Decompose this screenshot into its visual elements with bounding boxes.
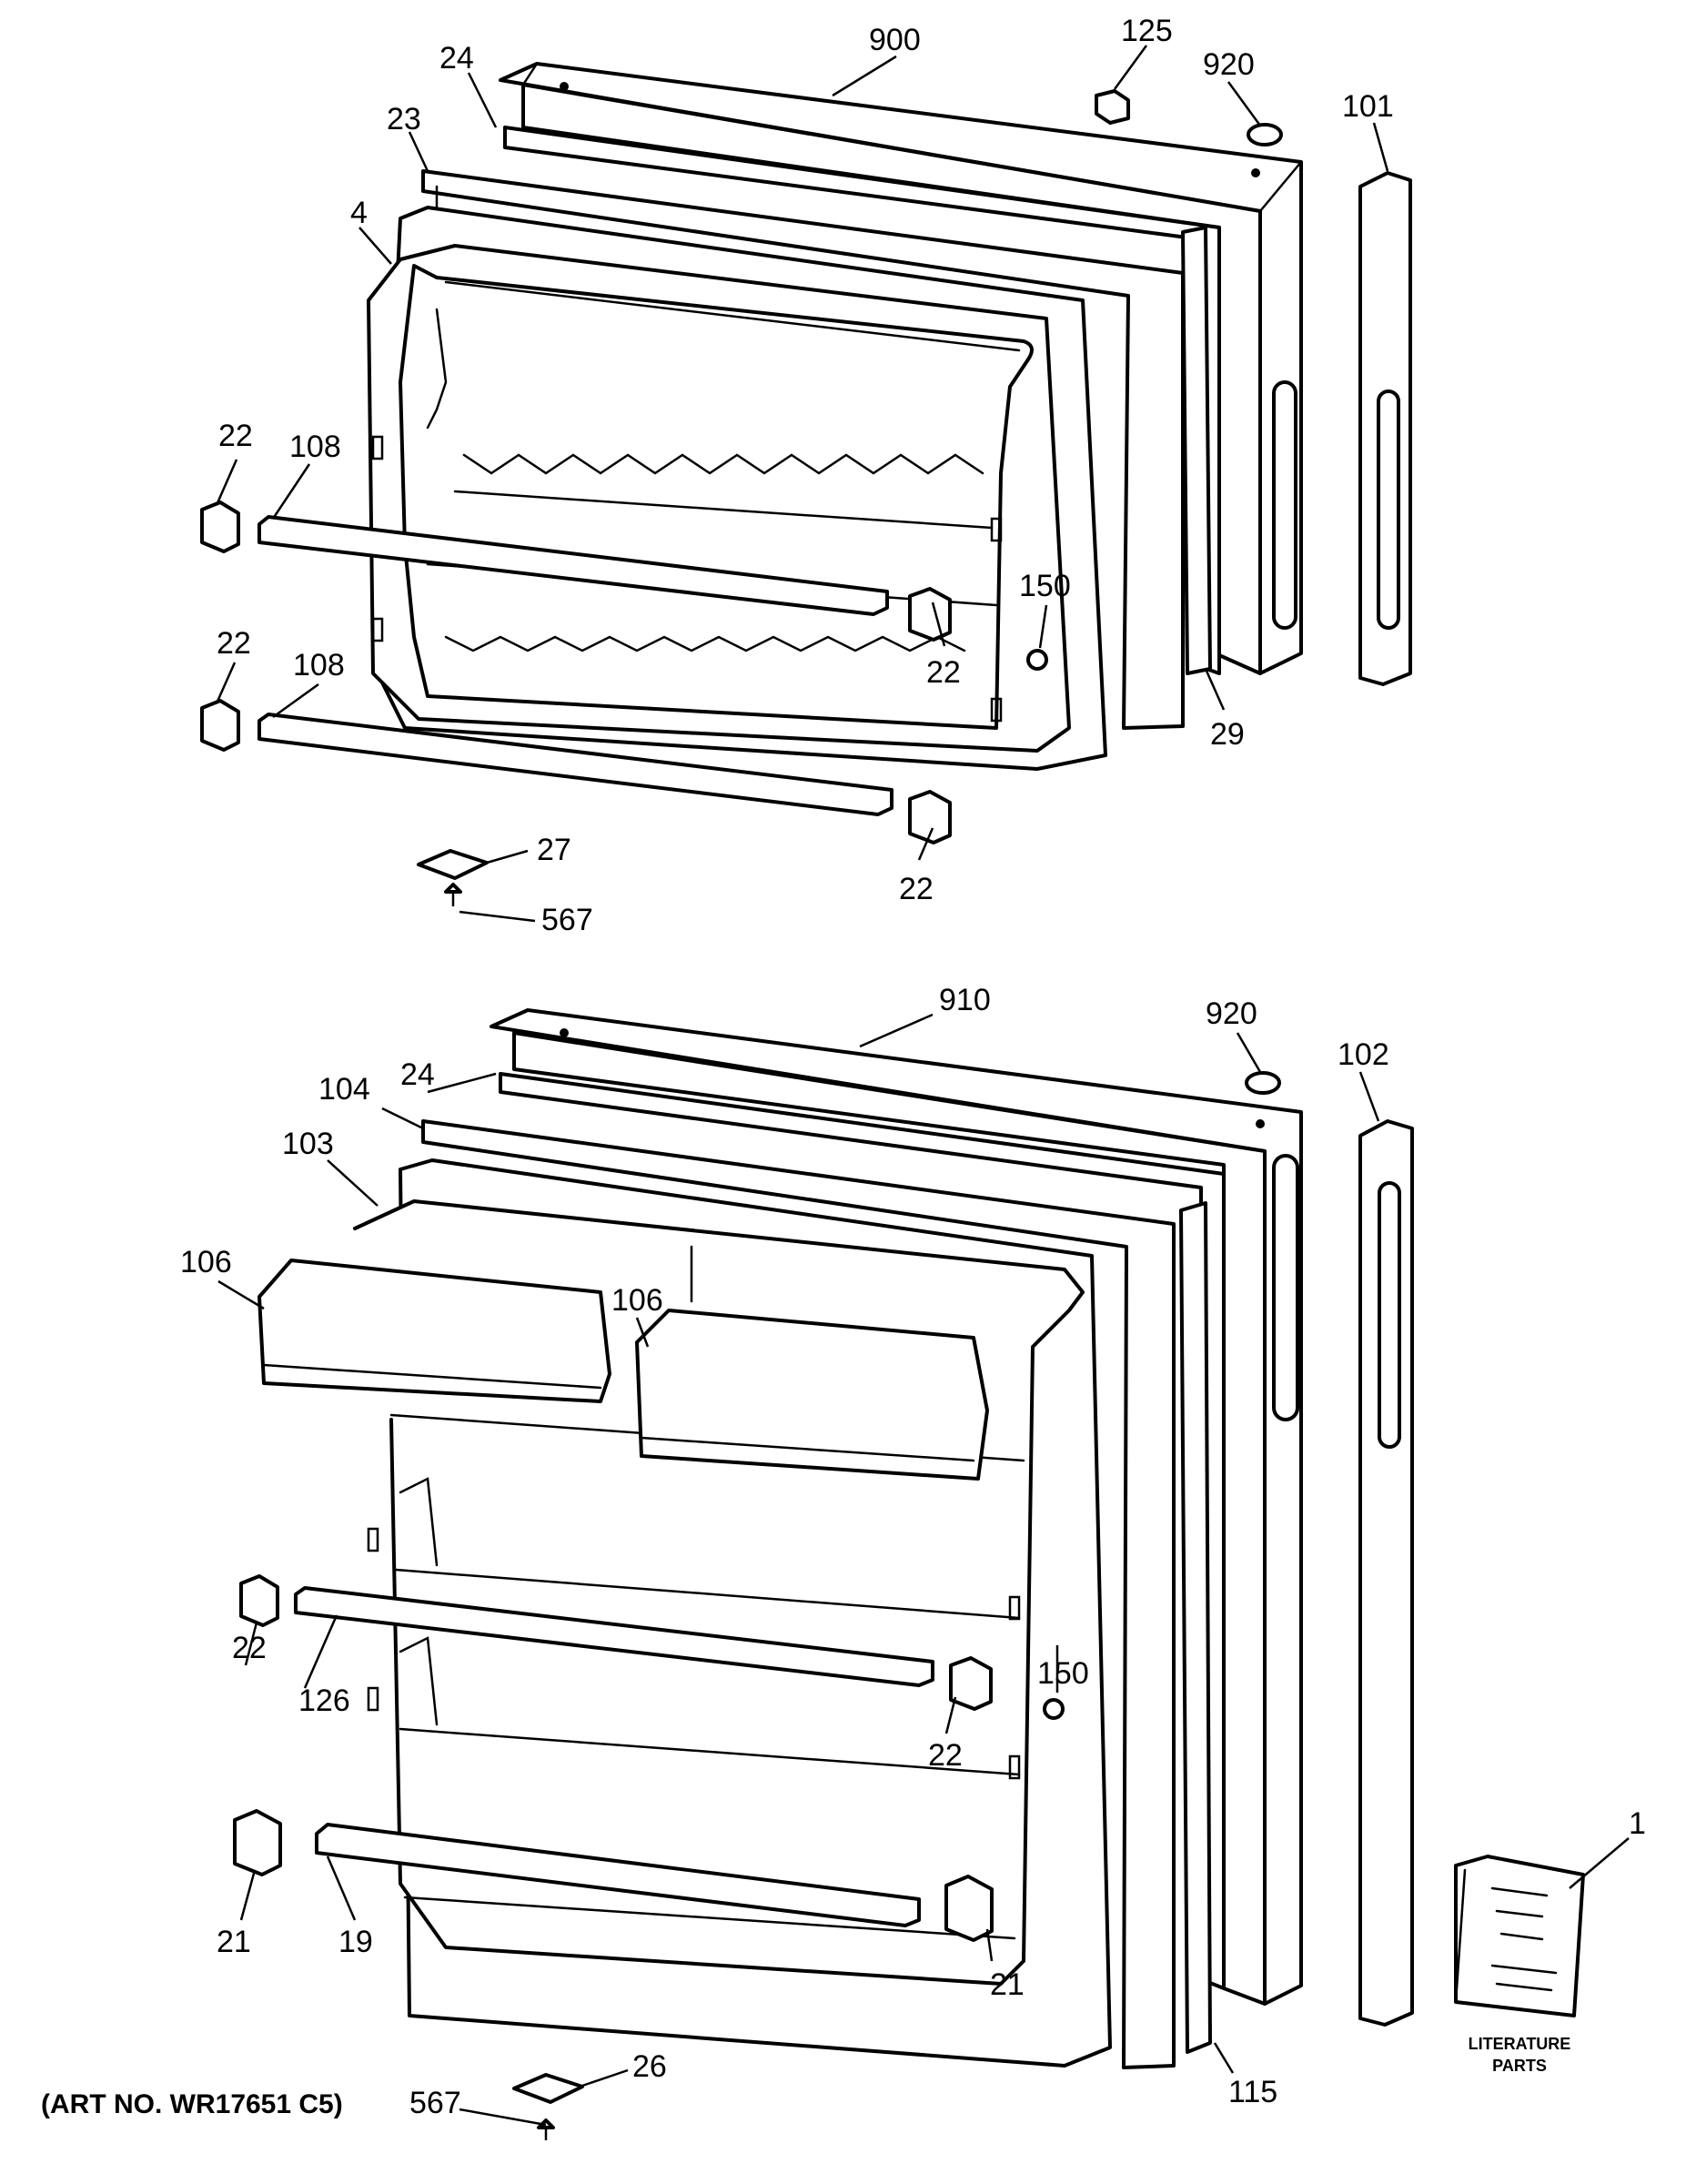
callout-22-c: 22 <box>926 655 961 690</box>
shelf-bar-108-upper <box>257 515 889 616</box>
callout-104: 104 <box>318 1072 370 1107</box>
callout-900: 900 <box>869 23 921 57</box>
callout-23: 23 <box>387 102 421 136</box>
callout-150-upper: 150 <box>1019 569 1071 603</box>
callout-29: 29 <box>1210 717 1245 752</box>
callout-27: 27 <box>537 833 571 867</box>
hinge-plate-26 <box>512 2073 584 2104</box>
shelf-clip-22-f <box>949 1656 993 1711</box>
literature-label-line1: LITERATURE <box>1469 2035 1571 2053</box>
callout-26: 26 <box>632 2049 667 2084</box>
callout-21-a: 21 <box>217 1925 251 1959</box>
shelf-clip-22-e <box>239 1574 279 1627</box>
callout-24-upper: 24 <box>439 41 474 76</box>
literature-booklet-1 <box>1454 1855 1585 2017</box>
callout-4: 4 <box>350 196 368 230</box>
art-number: (ART NO. WR17651 C5) <box>41 2089 343 2119</box>
shelf-bar-126 <box>294 1586 934 1687</box>
callout-22-f: 22 <box>928 1738 963 1773</box>
shelf-clip-22-a <box>200 500 240 553</box>
shelf-clip-22-c <box>908 587 952 642</box>
literature-label-line2: PARTS <box>1492 2057 1547 2075</box>
callout-910: 910 <box>939 983 991 1017</box>
callout-24-lower: 24 <box>400 1057 435 1092</box>
callout-21-b: 21 <box>990 1967 1025 2002</box>
dairy-door-106-right <box>635 1309 989 1481</box>
callout-101: 101 <box>1342 89 1394 124</box>
callout-103: 103 <box>282 1127 334 1161</box>
door-panel-910 <box>490 1008 1303 2006</box>
callout-920-lower: 920 <box>1206 996 1257 1031</box>
plug-125 <box>1095 89 1130 125</box>
callout-19: 19 <box>338 1925 373 1959</box>
callout-567-lower: 567 <box>409 2086 461 2120</box>
screw-567-upper <box>444 883 462 906</box>
freezer-door-liner-4 <box>367 206 1107 771</box>
callout-22-a: 22 <box>218 419 253 453</box>
leader-lines <box>215 45 1630 2127</box>
handle-trim-101 <box>1358 171 1412 686</box>
handle-trim-102 <box>1358 1119 1414 2027</box>
dairy-door-106-left <box>257 1259 611 1403</box>
shelf-clip-21-a <box>233 1809 282 1876</box>
cap-920-upper <box>1247 123 1283 147</box>
callout-108-lower: 108 <box>293 648 345 682</box>
seal-strip-115 <box>1179 1201 1212 2054</box>
shelf-clip-22-b <box>200 699 240 752</box>
screw-150-lower <box>1043 1698 1065 1720</box>
screw-150-upper <box>1026 649 1048 671</box>
shelf-clip-22-d <box>908 790 952 844</box>
callout-567-upper: 567 <box>541 903 593 937</box>
door-panel-900 <box>499 62 1303 675</box>
callout-126: 126 <box>298 1684 350 1718</box>
callout-920-upper: 920 <box>1203 47 1255 82</box>
callout-1: 1 <box>1629 1806 1646 1841</box>
fresh-food-door-assembly <box>233 1008 1585 2140</box>
callout-115: 115 <box>1228 2075 1277 2109</box>
freezer-door-assembly <box>200 62 1412 906</box>
hinge-plate-27 <box>417 849 489 880</box>
seal-strip-29 <box>1181 226 1212 675</box>
callout-125: 125 <box>1121 14 1173 48</box>
callout-labels: 900 125 920 101 24 23 4 22 108 150 22 22… <box>180 14 1646 2120</box>
door-frame-104 <box>421 1119 1176 2069</box>
callout-150-lower: 150 <box>1037 1656 1089 1691</box>
shelf-bar-19 <box>315 1823 921 1927</box>
callout-108-upper: 108 <box>289 430 341 464</box>
callout-106-left: 106 <box>180 1245 232 1279</box>
shelf-clip-21-b <box>944 1875 994 1942</box>
callout-106-right: 106 <box>611 1283 663 1318</box>
callout-22-b: 22 <box>217 626 251 661</box>
callout-22-e: 22 <box>232 1631 267 1665</box>
shelf-bar-108-lower <box>257 713 893 816</box>
callout-102: 102 <box>1338 1037 1389 1072</box>
cap-920-lower <box>1245 1071 1281 1095</box>
callout-22-d: 22 <box>899 872 934 906</box>
